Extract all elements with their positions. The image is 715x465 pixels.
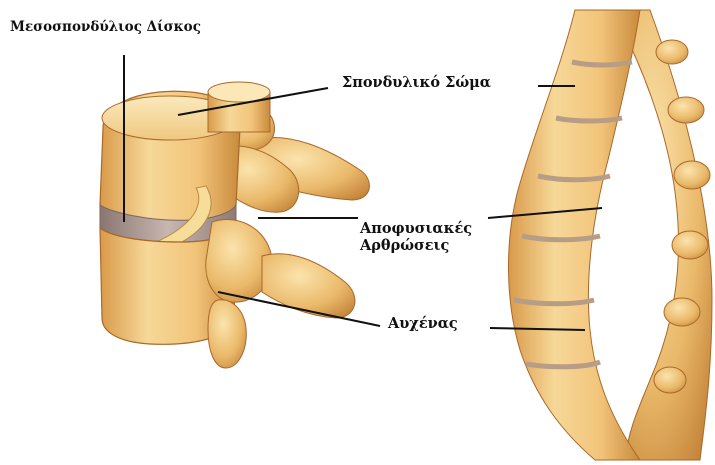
label-facet-joints-line1: Αποφυσιακές bbox=[360, 221, 472, 238]
spine-column bbox=[508, 10, 712, 460]
pedicle-cylinder-top bbox=[208, 82, 270, 102]
vertebra-pair bbox=[100, 82, 369, 368]
label-pars-neck: Αυχένας bbox=[388, 316, 458, 333]
inferior-articular-process bbox=[208, 300, 246, 368]
label-intervertebral-disc: Μεσοσπονδύλιος Δίσκος bbox=[10, 20, 201, 36]
lower-spinous-process bbox=[262, 254, 355, 318]
label-facet-joints: Αποφυσιακές Αρθρώσεις bbox=[360, 221, 472, 254]
label-facet-joints-line2: Αρθρώσεις bbox=[360, 238, 472, 255]
label-vertebral-body: Σπονδυλικό Σώμα bbox=[342, 75, 491, 92]
